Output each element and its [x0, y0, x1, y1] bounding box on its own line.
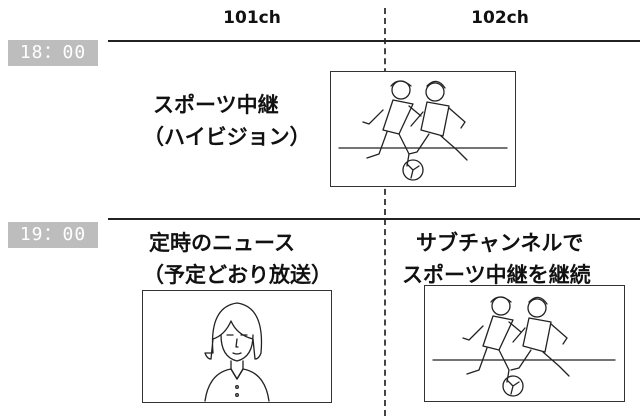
- program-title: 定時のニュース: [149, 231, 295, 255]
- channel-header-101: 101ch: [223, 8, 281, 28]
- time-label-1900: 19：00: [8, 222, 98, 248]
- soccer-players-image: [330, 71, 516, 187]
- program-news: 定時のニュース （予定どおり放送）: [143, 227, 332, 291]
- program-subtitle: （ハイビジョン）: [143, 125, 311, 149]
- program-subtitle: スポーツ中継を継続: [402, 263, 591, 287]
- program-sub-channel: サブチャンネルで スポーツ中継を継続: [402, 227, 591, 291]
- newscaster-image: [142, 290, 332, 403]
- soccer-players-image-sub: [424, 285, 625, 402]
- time-label-1800: 18：00: [8, 40, 98, 66]
- channel-divider: [384, 8, 386, 416]
- timeslot-line-1900: [108, 218, 640, 220]
- program-subtitle: （予定どおり放送）: [143, 263, 332, 287]
- program-sports-hd: スポーツ中継 （ハイビジョン）: [143, 89, 311, 153]
- timeslot-line-1800: [108, 40, 640, 42]
- program-title: スポーツ中継: [153, 93, 279, 117]
- channel-header-102: 102ch: [471, 8, 529, 28]
- program-title: サブチャンネルで: [416, 231, 584, 255]
